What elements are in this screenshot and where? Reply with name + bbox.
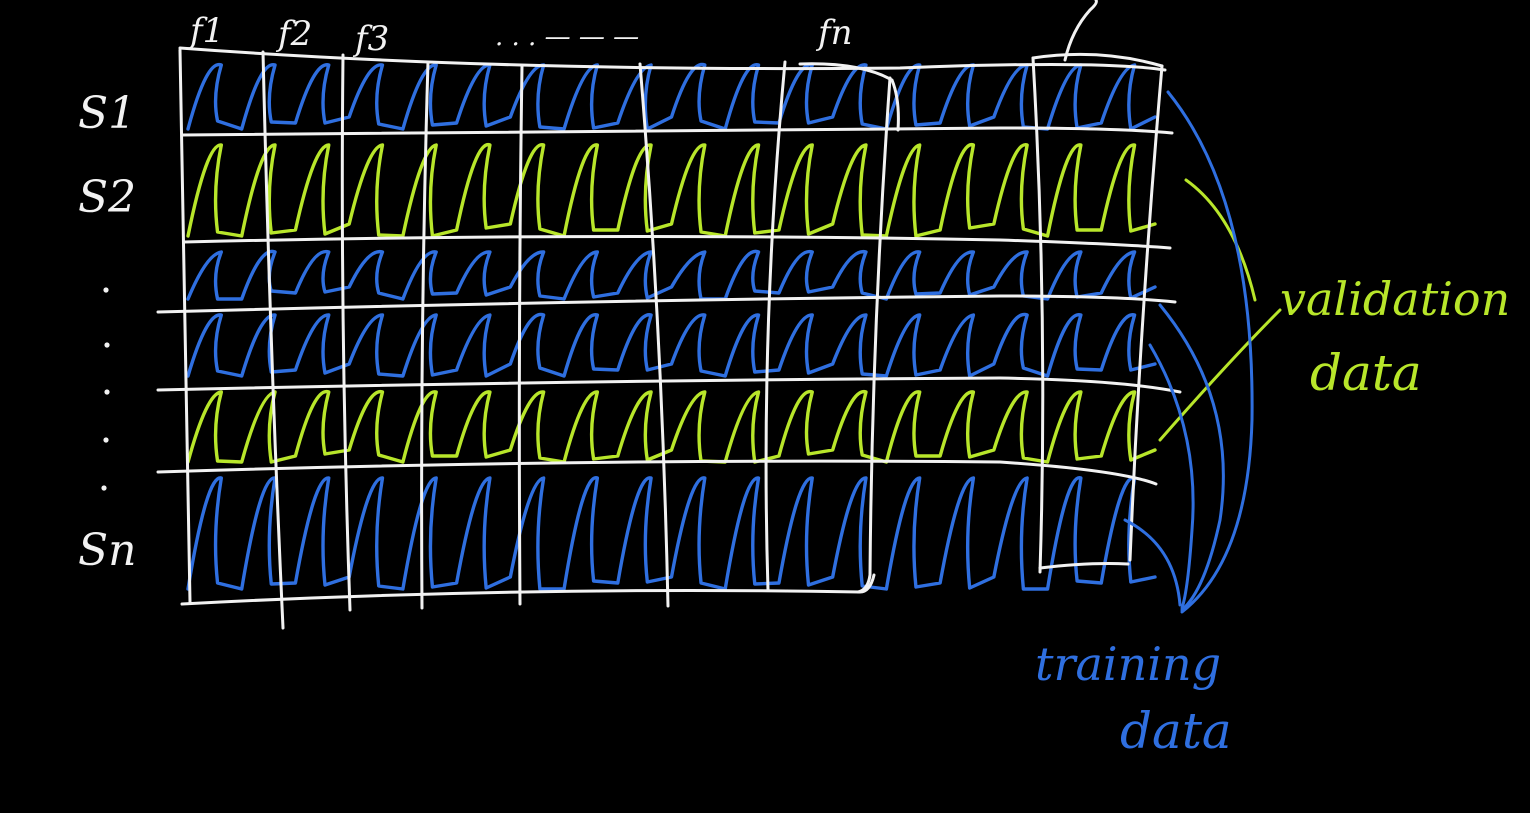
training-label-line2: data (1120, 702, 1232, 760)
feature-label-2: f2 (275, 14, 312, 54)
validation-row-scribble (186, 389, 1157, 464)
grid-col-line (764, 60, 787, 592)
top-curl-stroke (1063, 0, 1098, 62)
row-label-1: S1 (78, 88, 136, 139)
training-row-scribble (186, 476, 1157, 591)
grid-col-line (261, 50, 285, 630)
row-label-n: Sn (78, 525, 136, 576)
grid-row-line (156, 376, 1182, 394)
validation-bracket-lower (1158, 308, 1282, 442)
grid-col-line (638, 62, 670, 608)
validation-bracket-upper (1184, 178, 1257, 302)
training-bracket-2 (1158, 303, 1225, 612)
validation-label-line2: data (1310, 344, 1422, 402)
validation-label-line1: validation (1280, 272, 1510, 326)
feature-label-3: f3 (352, 19, 389, 59)
validation-label: validation data (1280, 272, 1510, 402)
training-bracket-4 (1123, 518, 1182, 607)
grid-row-line (182, 234, 1172, 250)
training-row-scribble (186, 249, 1157, 301)
grid-last-box-top (1031, 52, 1164, 68)
grid-horizontal-lines (156, 46, 1182, 606)
training-bracket-3 (1148, 343, 1195, 610)
training-label-line1: training (1035, 637, 1221, 691)
row-scribbles (186, 62, 1157, 591)
validation-brackets (1158, 178, 1282, 442)
grid-vertical-lines (178, 48, 1164, 630)
grid-col-line-last-box-left (1031, 56, 1045, 574)
training-label: training data (1035, 637, 1232, 760)
validation-row-scribble (186, 143, 1157, 238)
grid-fn-corner (798, 62, 900, 132)
grid-col-line-left (178, 48, 192, 604)
feature-header: f1 f2 f3 . . . — — — fn (187, 11, 852, 59)
row-ellipsis-dots (101, 287, 110, 491)
grid-col-line-fn (856, 76, 892, 594)
grid-col-line-last-box-right (1128, 64, 1164, 562)
feature-label-1: f1 (187, 11, 224, 51)
row-labels: S1 S2 Sn (78, 88, 136, 576)
training-brackets (1123, 90, 1254, 614)
grid-last-box-bottom (1038, 562, 1130, 570)
training-row-scribble (186, 312, 1157, 378)
grid-col-line (420, 60, 430, 610)
training-bracket-1 (1166, 90, 1254, 614)
training-row-scribble (186, 62, 1157, 131)
grid-col-line (517, 64, 524, 606)
grid-row-line (156, 459, 1158, 486)
grid-row-line-bottom (180, 573, 876, 606)
grid-row-line (156, 294, 1177, 314)
feature-label-n: fn (815, 13, 852, 53)
grid-col-line (340, 53, 352, 612)
grid-row-line (180, 126, 1174, 137)
feature-ellipsis: . . . — — — (495, 22, 639, 52)
row-label-2: S2 (78, 172, 136, 223)
